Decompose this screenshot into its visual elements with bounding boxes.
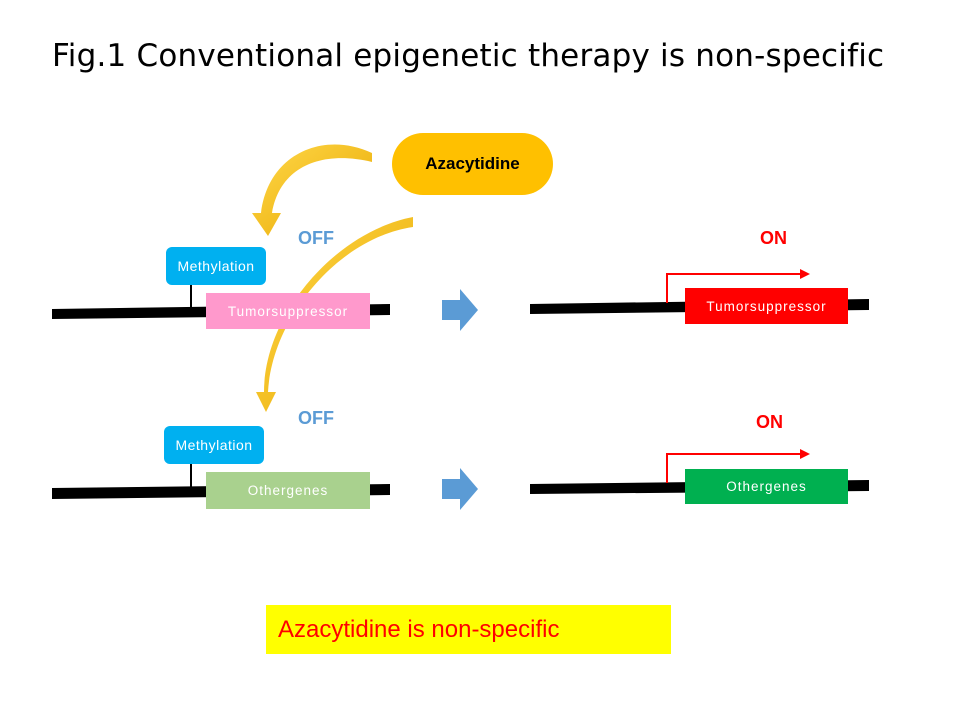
azacytidine-label: Azacytidine xyxy=(392,133,553,195)
methylation-box-bottom: Methylation xyxy=(164,426,264,464)
tumor-suppressor-gene-on: Tumorsuppressor xyxy=(685,288,848,324)
methylation-box-top: Methylation xyxy=(166,247,266,285)
state-off-bottom: OFF xyxy=(298,408,334,428)
process-arrow-top xyxy=(442,289,478,331)
state-on-bottom: ON xyxy=(756,412,783,432)
other-genes-on: Othergenes xyxy=(685,469,848,504)
non-specific-caption: Azacytidine is non-specific xyxy=(266,605,671,654)
transcription-arrowhead-top xyxy=(800,269,810,279)
transcription-arrowhead-bottom xyxy=(800,449,810,459)
figure-title: Fig.1 Conventional epigenetic therapy is… xyxy=(52,38,885,74)
transcription-arrow-top xyxy=(666,273,800,303)
drug-curved-arrow-to-methylation-top xyxy=(252,144,372,236)
process-arrow-bottom xyxy=(442,468,478,510)
state-on-top: ON xyxy=(760,228,787,248)
transcription-arrow-bottom xyxy=(666,453,800,483)
tumor-suppressor-gene-off: Tumorsuppressor xyxy=(206,293,370,329)
other-genes-off: Othergenes xyxy=(206,472,370,509)
state-off-top: OFF xyxy=(298,228,334,248)
